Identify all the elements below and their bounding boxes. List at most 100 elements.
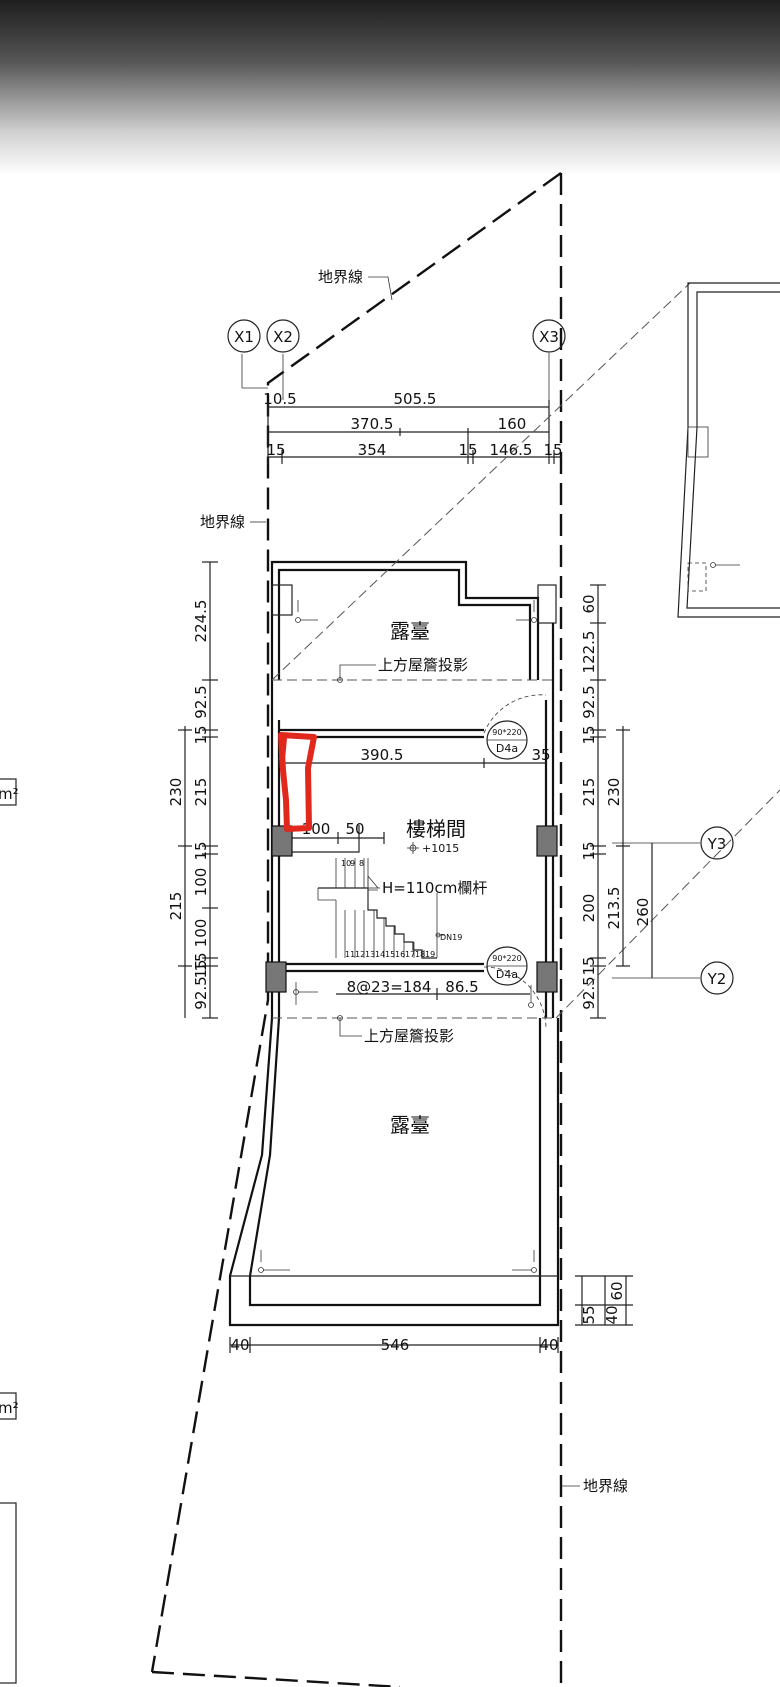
- door-upper: 90*220 D4a: [483, 694, 547, 760]
- dim-stair-run: 8@23=184: [347, 978, 432, 996]
- stair-tread-17: 17: [405, 950, 415, 959]
- drain-markers: [258, 600, 537, 1273]
- svg-text:200: 200: [580, 894, 598, 923]
- column-left-lower: [265, 961, 287, 993]
- column-right-upper: [536, 825, 558, 857]
- dim-top-15c: 15: [543, 441, 562, 459]
- stair-tread-19: 19: [425, 950, 435, 959]
- svg-text:上方屋簷投影: 上方屋簷投影: [364, 1027, 454, 1045]
- adjacent-building: [677, 282, 780, 618]
- svg-text:60: 60: [580, 594, 598, 613]
- edge-unit-1: m²: [0, 785, 19, 803]
- stair-down-label: DN19: [440, 933, 462, 942]
- grid-label-x2: X2: [273, 328, 293, 346]
- red-highlight-mark: [278, 732, 317, 832]
- grid-label-x1: X1: [234, 328, 254, 346]
- stair-tread-18: 18: [415, 950, 425, 959]
- stair-tread-13: 13: [365, 950, 375, 959]
- svg-text:260: 260: [634, 898, 652, 927]
- grid-label-x3: X3: [539, 328, 559, 346]
- dim-top-10-5: 10.5: [263, 390, 296, 408]
- dim-top-505-5: 505.5: [394, 390, 437, 408]
- grid-label-y3: Y3: [707, 835, 727, 853]
- stair-tread-12: 12: [355, 950, 365, 959]
- dim-top-15a: 15: [266, 441, 285, 459]
- door-upper-type: D4a: [496, 742, 518, 755]
- left-dimension-lines: [178, 561, 218, 1019]
- stair-tread-8: 8: [359, 859, 364, 868]
- door-lower-type: D4a: [496, 968, 518, 981]
- svg-text:地界線: 地界線: [583, 1477, 628, 1495]
- grid-bubble-y2: Y2: [700, 961, 734, 995]
- svg-text:92.5: 92.5: [580, 976, 598, 1009]
- svg-text:15: 15: [192, 725, 210, 744]
- dim-bottom-60: 60: [608, 1281, 626, 1300]
- edge-unit-2: m²: [0, 1399, 19, 1417]
- svg-text:15: 15: [192, 952, 210, 971]
- svg-text:230: 230: [605, 778, 623, 807]
- dim-inner-50: 50: [345, 820, 364, 838]
- svg-text:100: 100: [192, 868, 210, 897]
- dim-top-354: 354: [358, 441, 387, 459]
- stair-tread-15: 15: [385, 950, 395, 959]
- left-edge-fragments: m² m²: [0, 778, 19, 1684]
- dim-top-160: 160: [498, 415, 527, 433]
- svg-text:上方屋簷投影: 上方屋簷投影: [378, 656, 468, 674]
- grid-bubble-x2: X2: [266, 319, 300, 353]
- svg-text:92.5: 92.5: [192, 976, 210, 1009]
- door-upper-size: 90*220: [492, 728, 521, 737]
- stair-tread-9: 9: [350, 859, 355, 868]
- building-walls: [228, 560, 560, 1327]
- dim-inner-390-5: 390.5: [361, 746, 404, 764]
- grid-bubble-y3: Y3: [700, 826, 734, 860]
- right-dimension-lines: [590, 584, 653, 1019]
- dim-bottom-546: 546: [381, 1336, 410, 1354]
- left-dimension-texts: 224.5 92.5 15 215 230 15 100 215 100 15 …: [167, 600, 210, 1010]
- stair-tread-14: 14: [375, 950, 385, 959]
- top-shadow-gradient: [0, 0, 780, 175]
- grid-bubble-x3: X3: [532, 319, 566, 353]
- bottom-dimension-lines: [229, 1275, 633, 1353]
- svg-text:15: 15: [580, 841, 598, 860]
- room-label-stair-hall: 樓梯間: [406, 817, 466, 841]
- grid-bubble-x1: X1: [227, 319, 261, 353]
- railing-label: H=110cm欄杆: [367, 875, 487, 897]
- room-label-terrace-lower: 露臺: [390, 1113, 430, 1137]
- column-right-lower: [536, 961, 558, 993]
- stair-tread-10: 10: [341, 859, 351, 868]
- top-dimension-lines: [267, 400, 561, 464]
- dim-bottom-55: 55: [580, 1305, 598, 1324]
- svg-text:15: 15: [580, 725, 598, 744]
- staircase: [317, 858, 445, 959]
- dim-top-370-5: 370.5: [351, 415, 394, 433]
- svg-text:地界線: 地界線: [318, 268, 363, 286]
- dim-inner-35: 35: [531, 746, 550, 764]
- dim-bottom-40c: 40: [603, 1305, 621, 1324]
- eave-label-lower: 上方屋簷投影: [337, 1015, 454, 1045]
- boundary-label-left: 地界線: [200, 513, 266, 531]
- svg-text:+1015: +1015: [422, 842, 459, 855]
- svg-text:15: 15: [580, 956, 598, 975]
- dim-inner-86-5: 86.5: [445, 978, 478, 996]
- dim-top-146-5: 146.5: [490, 441, 533, 459]
- grid-label-y2: Y2: [707, 970, 727, 988]
- eave-projection-lines: [271, 282, 780, 1019]
- svg-text:地界線: 地界線: [200, 513, 245, 531]
- door-lower-size: 90*220: [492, 954, 521, 963]
- svg-text:215: 215: [192, 778, 210, 807]
- svg-text:213.5: 213.5: [605, 887, 623, 930]
- svg-text:92.5: 92.5: [192, 685, 210, 718]
- stair-tread-16: 16: [395, 950, 405, 959]
- svg-text:15: 15: [192, 841, 210, 860]
- dim-top-15b: 15: [458, 441, 477, 459]
- dim-bottom-40a: 40: [230, 1336, 249, 1354]
- property-boundary: [150, 172, 563, 1687]
- room-label-terrace-upper: 露臺: [390, 619, 430, 643]
- level-marker: +1015: [407, 842, 459, 855]
- door-lower: 90*220 D4a: [483, 946, 547, 1030]
- svg-text:15: 15: [192, 959, 210, 978]
- svg-text:100: 100: [192, 919, 210, 948]
- svg-text:122.5: 122.5: [580, 631, 598, 674]
- stair-tread-11: 11: [345, 950, 355, 959]
